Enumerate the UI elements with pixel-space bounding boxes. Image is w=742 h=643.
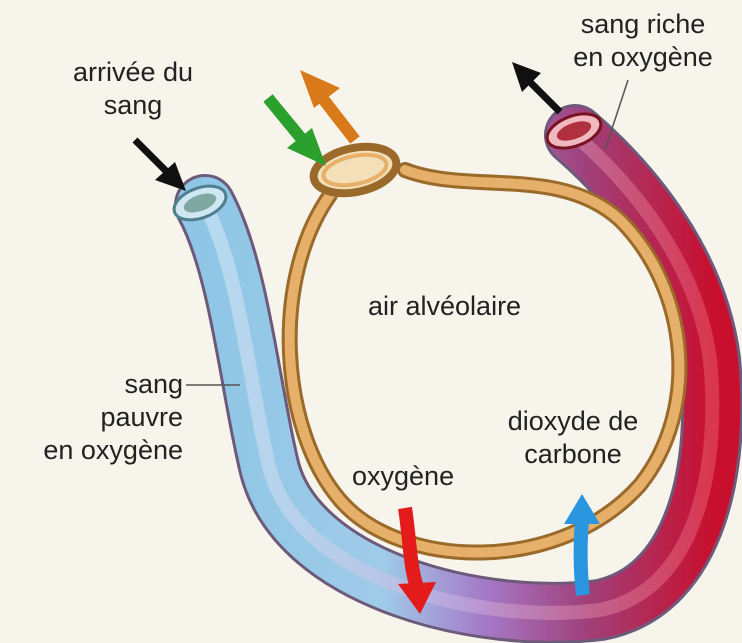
oxygen-rich-line-2: en oxygène [558, 41, 728, 74]
oxygen-poor-line-1: sang [0, 368, 183, 401]
carbon-dioxide-line-2: carbone [488, 438, 658, 471]
blood-arrival-arrow [135, 140, 186, 191]
blood-arrival-line-1: arrivée du [58, 56, 208, 89]
air-out-arrow [300, 70, 355, 140]
alveolar-air-label: air alvéolaire [368, 290, 521, 323]
blood-arrival-label: arrivée du sang [58, 56, 208, 122]
oxygen-rich-label: sang riche en oxygène [558, 8, 728, 74]
oxygen-poor-line-3: en oxygène [0, 434, 183, 467]
blood-departure-arrow [512, 62, 560, 112]
oxygen-poor-label: sang pauvre en oxygène [0, 368, 183, 467]
oxygen-poor-line-2: pauvre [0, 401, 183, 434]
oxygen-label: oxygène [352, 460, 454, 493]
blood-arrival-line-2: sang [58, 89, 208, 122]
oxygen-rich-line-1: sang riche [558, 8, 728, 41]
carbon-dioxide-label: dioxyde de carbone [488, 405, 658, 471]
carbon-dioxide-line-1: dioxyde de [488, 405, 658, 438]
alveolus-opening [309, 140, 400, 201]
air-in-arrow [268, 98, 326, 166]
